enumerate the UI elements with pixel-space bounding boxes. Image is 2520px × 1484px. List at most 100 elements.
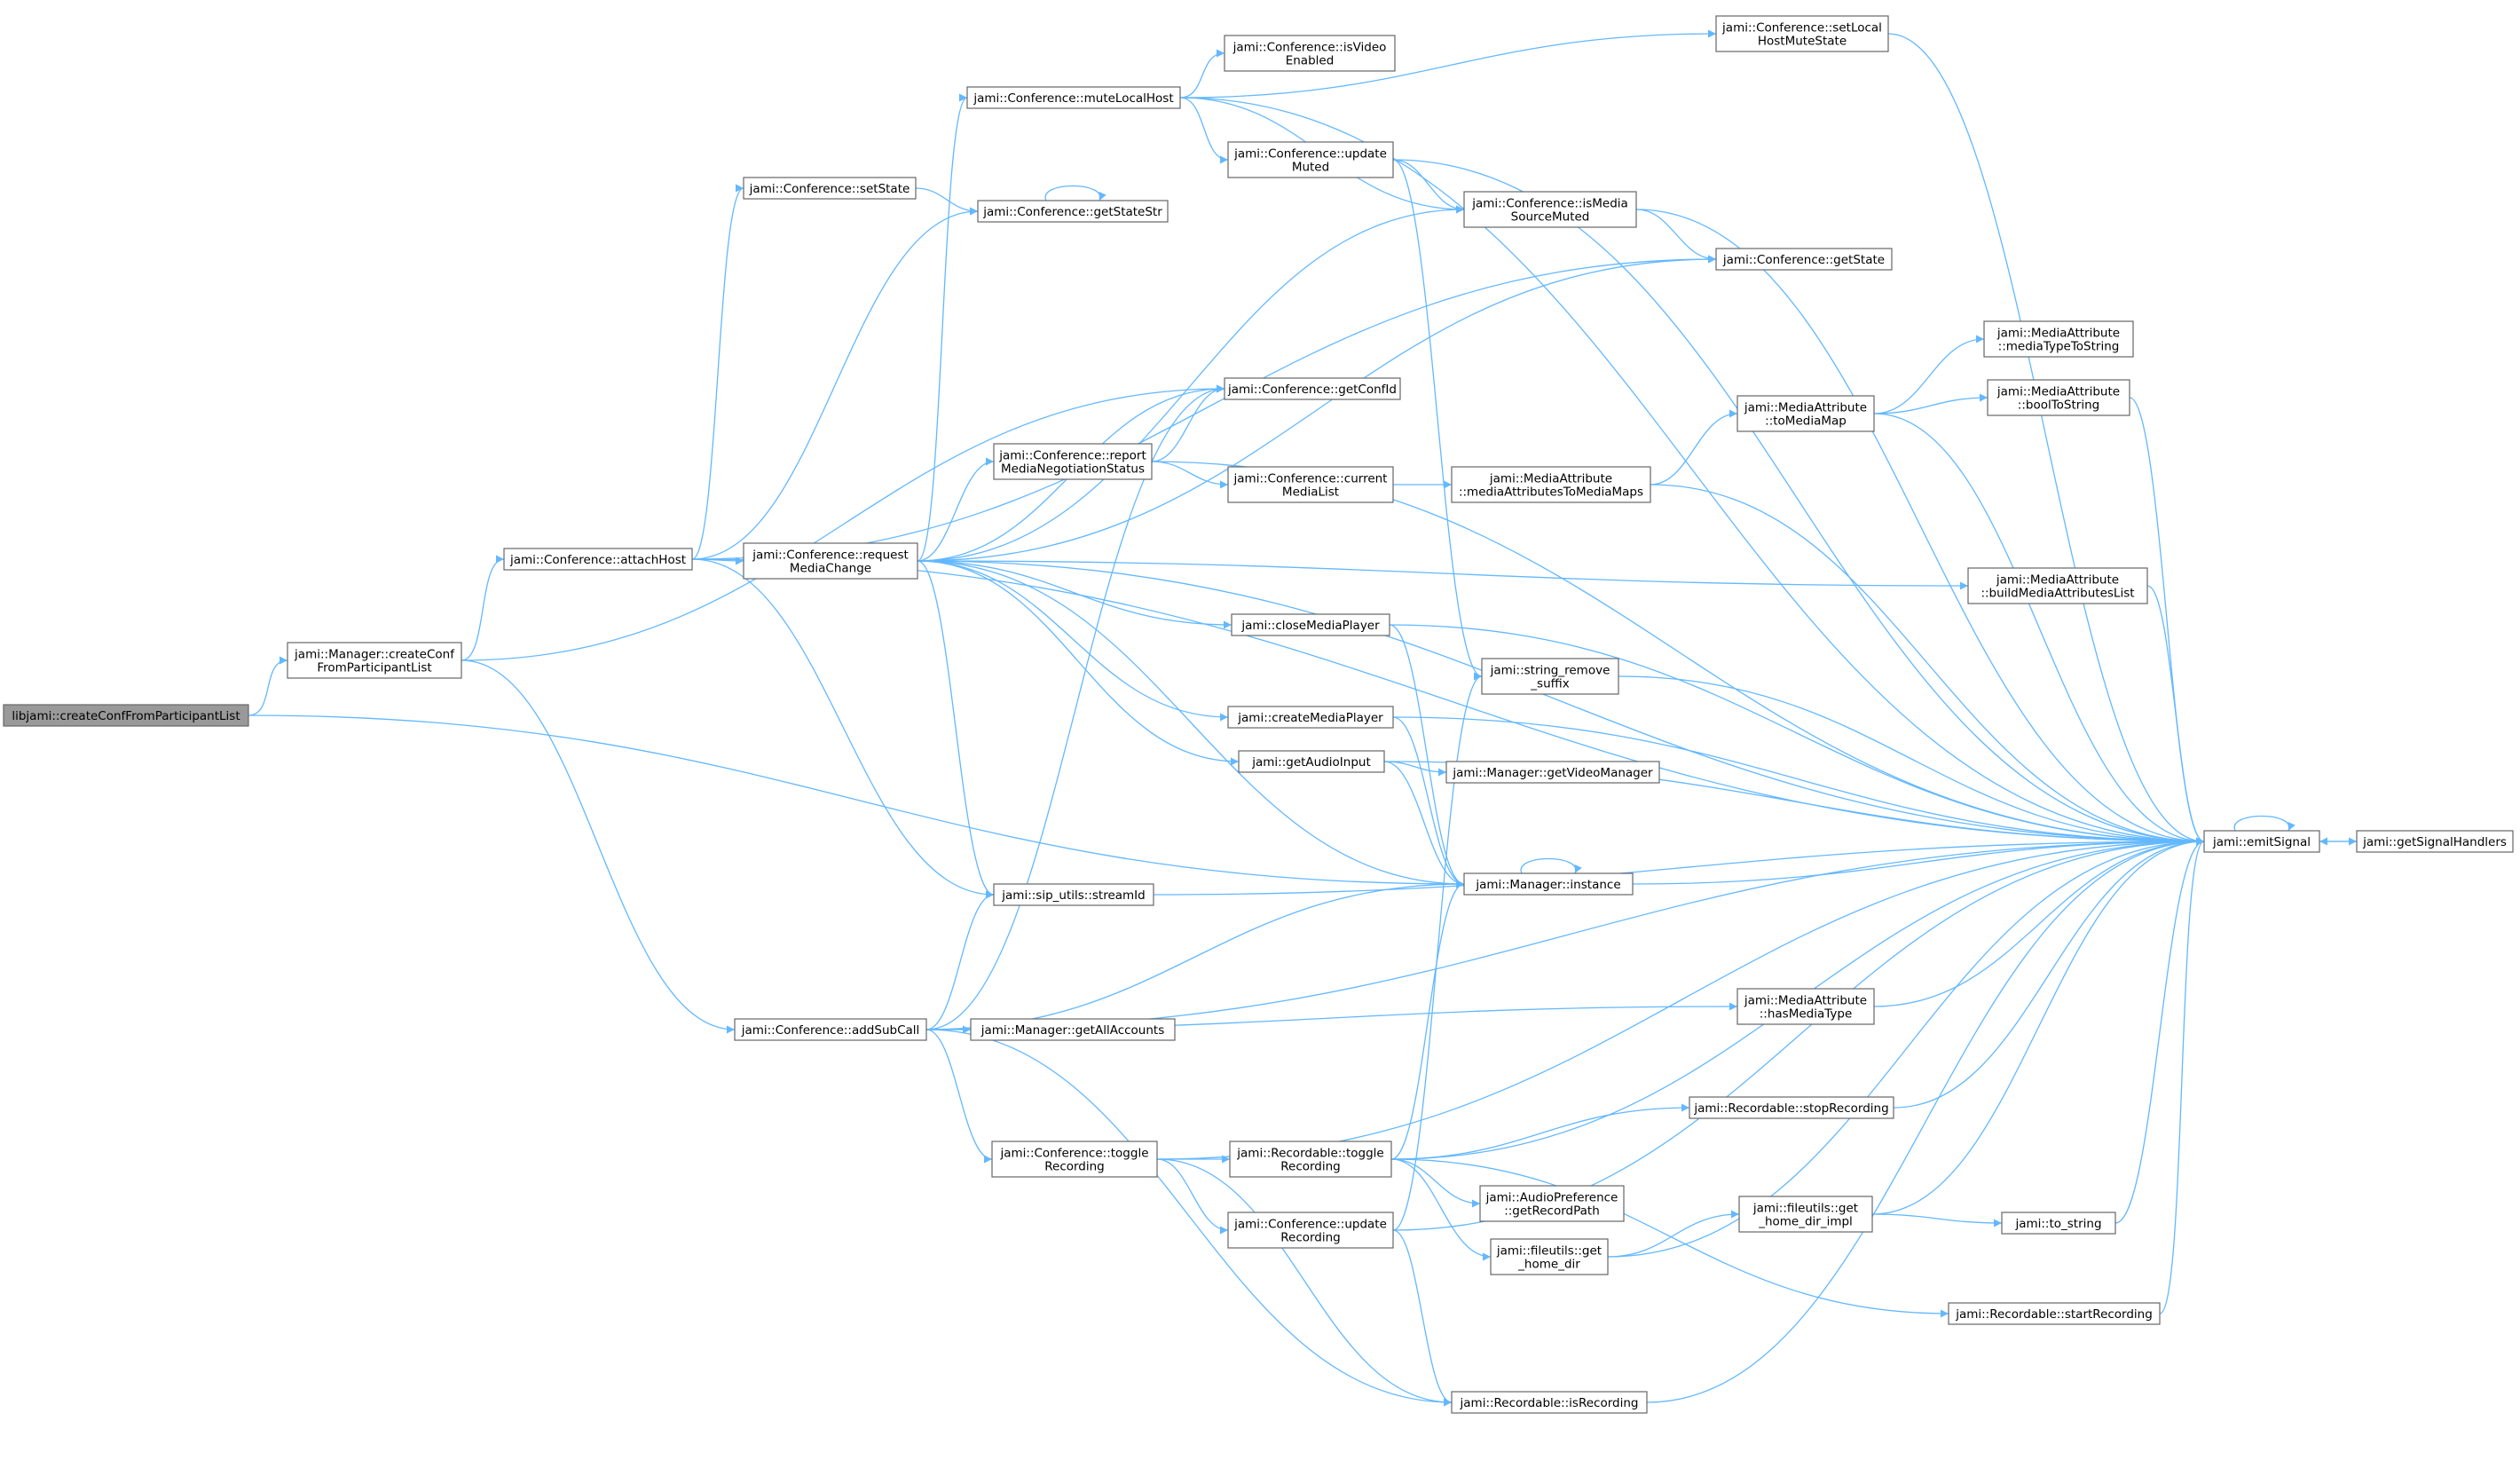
node-label: MediaList (1282, 485, 1339, 500)
node-box (970, 1018, 1176, 1041)
node-mediaAttrsToMaps[interactable]: jami::MediaAttribute::mediaAttributesToM… (1451, 466, 1651, 503)
edge-getAudioInput-to-managerInstance (1383, 761, 1465, 888)
node-label: ::boolToString (2018, 399, 2099, 413)
node-label: _home_dir_impl (1758, 1215, 1853, 1229)
node-addSubCall[interactable]: jami::Conference::addSubCall (734, 1018, 927, 1041)
node-startRecording[interactable]: jami::Recordable::startRecording (1948, 1302, 2161, 1325)
edge-requestMediaChange-to-getAudioInput (917, 560, 1240, 766)
node-box (1227, 466, 1394, 503)
node-getHomeDir[interactable]: jami::fileutils::get_home_dir (1490, 1238, 1609, 1275)
node-label: jami::Conference::getConfId (1227, 383, 1397, 397)
node-toMediaMap[interactable]: jami::MediaAttribute::toMediaMap (1736, 395, 1875, 432)
edge-createConfFromParticipantList-to-mgr_createConf (248, 656, 288, 716)
node-managerInstance[interactable]: jami::Manager::instance (1463, 872, 1634, 896)
node-getVideoManager[interactable]: jami::Manager::getVideoManager (1445, 761, 1660, 784)
node-buildMediaAttrsList[interactable]: jami::MediaAttribute::buildMediaAttribut… (1967, 567, 2148, 604)
edge-getHomeDirImpl-to-toString (1871, 1213, 2003, 1227)
edge-attachHost-to-setState (691, 184, 744, 560)
node-setState[interactable]: jami::Conference::setState (743, 177, 917, 200)
edge-toggleRecordingRec-to-startRecording (1390, 1158, 1949, 1318)
node-getStateStr[interactable]: jami::Conference::getStateStr (977, 200, 1169, 223)
node-emitSignal[interactable]: jami::emitSignal (2203, 830, 2320, 853)
node-label: jami::Conference::muteLocalHost (973, 91, 1173, 106)
node-label: jami::Recordable::stopRecording (1693, 1101, 1888, 1116)
edge-requestMediaChange-to-emitSignal (917, 560, 2205, 846)
node-getState[interactable]: jami::Conference::getState (1715, 248, 1893, 271)
node-muteLocalHost[interactable]: jami::Conference::muteLocalHost (966, 86, 1181, 109)
node-label: jami::closeMediaPlayer (1240, 619, 1380, 633)
node-label: jami::Conference::getState (1722, 253, 1885, 267)
node-label: jami::Manager::createConf (294, 648, 455, 662)
edge-toggleRecordingRec-to-getHomeDir (1390, 1158, 1492, 1261)
node-label: jami::MediaAttribute (1489, 472, 1612, 486)
edge-updateRecording-to-stringRemoveSuffix (1392, 672, 1483, 1231)
node-hasMediaType[interactable]: jami::MediaAttribute::hasMediaType (1736, 988, 1875, 1025)
node-stringRemoveSuffix[interactable]: jami::string_remove_suffix (1481, 658, 1619, 695)
node-closeMediaPlayer[interactable]: jami::closeMediaPlayer (1231, 613, 1390, 636)
node-label: jami::Conference::update (1233, 1218, 1387, 1232)
edge-toggleRecordingConf-to-emitSignal (1156, 837, 2205, 1160)
node-getRecordPath[interactable]: jami::AudioPreference::getRecordPath (1479, 1185, 1625, 1222)
node-label: ::buildMediaAttributesList (1981, 587, 2134, 601)
node-box (1967, 567, 2148, 604)
node-toString[interactable]: jami::to_string (2001, 1212, 2116, 1235)
node-boolToString[interactable]: jami::MediaAttribute::boolToString (1987, 379, 2130, 416)
node-streamId[interactable]: jami::sip_utils::streamId (993, 883, 1154, 906)
edge-requestMediaChange-to-managerInstance (917, 560, 1465, 888)
edge-getStateStr-to-getStateStr (1044, 185, 1106, 201)
nodes-layer: libjami::createConfFromParticipantListja… (3, 15, 2514, 1414)
node-createMediaPlayer[interactable]: jami::createMediaPlayer (1227, 706, 1394, 729)
node-mediaTypeToString[interactable]: jami::MediaAttribute::mediaTypeToString (1983, 320, 2134, 358)
node-getAllAccounts[interactable]: jami::Manager::getAllAccounts (970, 1018, 1176, 1041)
edge-toString-to-emitSignal (2114, 837, 2205, 1224)
node-box (1736, 395, 1875, 432)
edge-requestMediaChange-to-reportMediaNeg (917, 457, 995, 562)
node-getSignalHandlers[interactable]: jami::getSignalHandlers (2356, 830, 2514, 853)
node-label: ::hasMediaType (1760, 1007, 1853, 1022)
node-label: jami::emitSignal (2212, 835, 2311, 849)
node-box (1490, 1238, 1609, 1275)
node-label: ::toMediaMap (1765, 414, 1847, 429)
node-getConfId[interactable]: jami::Conference::getConfId (1224, 377, 1401, 400)
edge-hasMediaType-to-emitSignal (1873, 837, 2205, 1007)
node-stopRecording[interactable]: jami::Recordable::stopRecording (1689, 1096, 1894, 1119)
edge-reportMediaNeg-to-currentMediaList (1151, 461, 1229, 489)
node-box (1463, 872, 1634, 896)
edge-mgr_createConf-to-getConfId (461, 384, 1225, 661)
node-attachHost[interactable]: jami::Conference::attachHost (503, 548, 693, 571)
edge-getHomeDirImpl-to-emitSignal (1871, 837, 2205, 1215)
edge-toMediaMap-to-mediaTypeToString (1873, 335, 1985, 414)
node-mgr_createConf[interactable]: jami::Manager::createConfFromParticipant… (287, 642, 462, 679)
edge-requestMediaChange-to-streamId (917, 560, 995, 899)
edge-emitSignal-to-emitSignal (2233, 815, 2296, 832)
edge-toggleRecordingConf-to-updateRecording (1156, 1158, 1229, 1235)
node-box (1227, 1212, 1394, 1249)
node-createConfFromParticipantList[interactable]: libjami::createConfFromParticipantList (3, 704, 249, 727)
node-isRecording[interactable]: jami::Recordable::isRecording (1451, 1391, 1648, 1414)
node-box (993, 443, 1153, 480)
node-getAudioInput[interactable]: jami::getAudioInput (1238, 750, 1385, 773)
edge-toMediaMap-to-emitSignal (1873, 413, 2205, 846)
node-reportMediaNeg[interactable]: jami::Conference::reportMediaNegotiation… (993, 443, 1153, 480)
node-label: jami::Conference::getStateStr (982, 205, 1162, 219)
node-label: libjami::createConfFromParticipantList (12, 709, 240, 723)
edge-buildMediaAttrsList-to-emitSignal (2146, 585, 2205, 846)
node-box (734, 1018, 927, 1041)
node-box (1451, 466, 1651, 503)
edge-reportMediaNeg-to-getConfId (1151, 384, 1225, 462)
node-getHomeDirImpl[interactable]: jami::fileutils::get_home_dir_impl (1738, 1196, 1873, 1233)
node-label: jami::fileutils::get (1752, 1202, 1858, 1216)
node-box (743, 177, 917, 200)
edge-updateMuted-to-isMediaSourceMuted (1392, 159, 1465, 214)
node-label: jami::MediaAttribute (1996, 385, 2120, 399)
edge-createConfFromParticipantList-to-managerInstance (248, 714, 1465, 888)
